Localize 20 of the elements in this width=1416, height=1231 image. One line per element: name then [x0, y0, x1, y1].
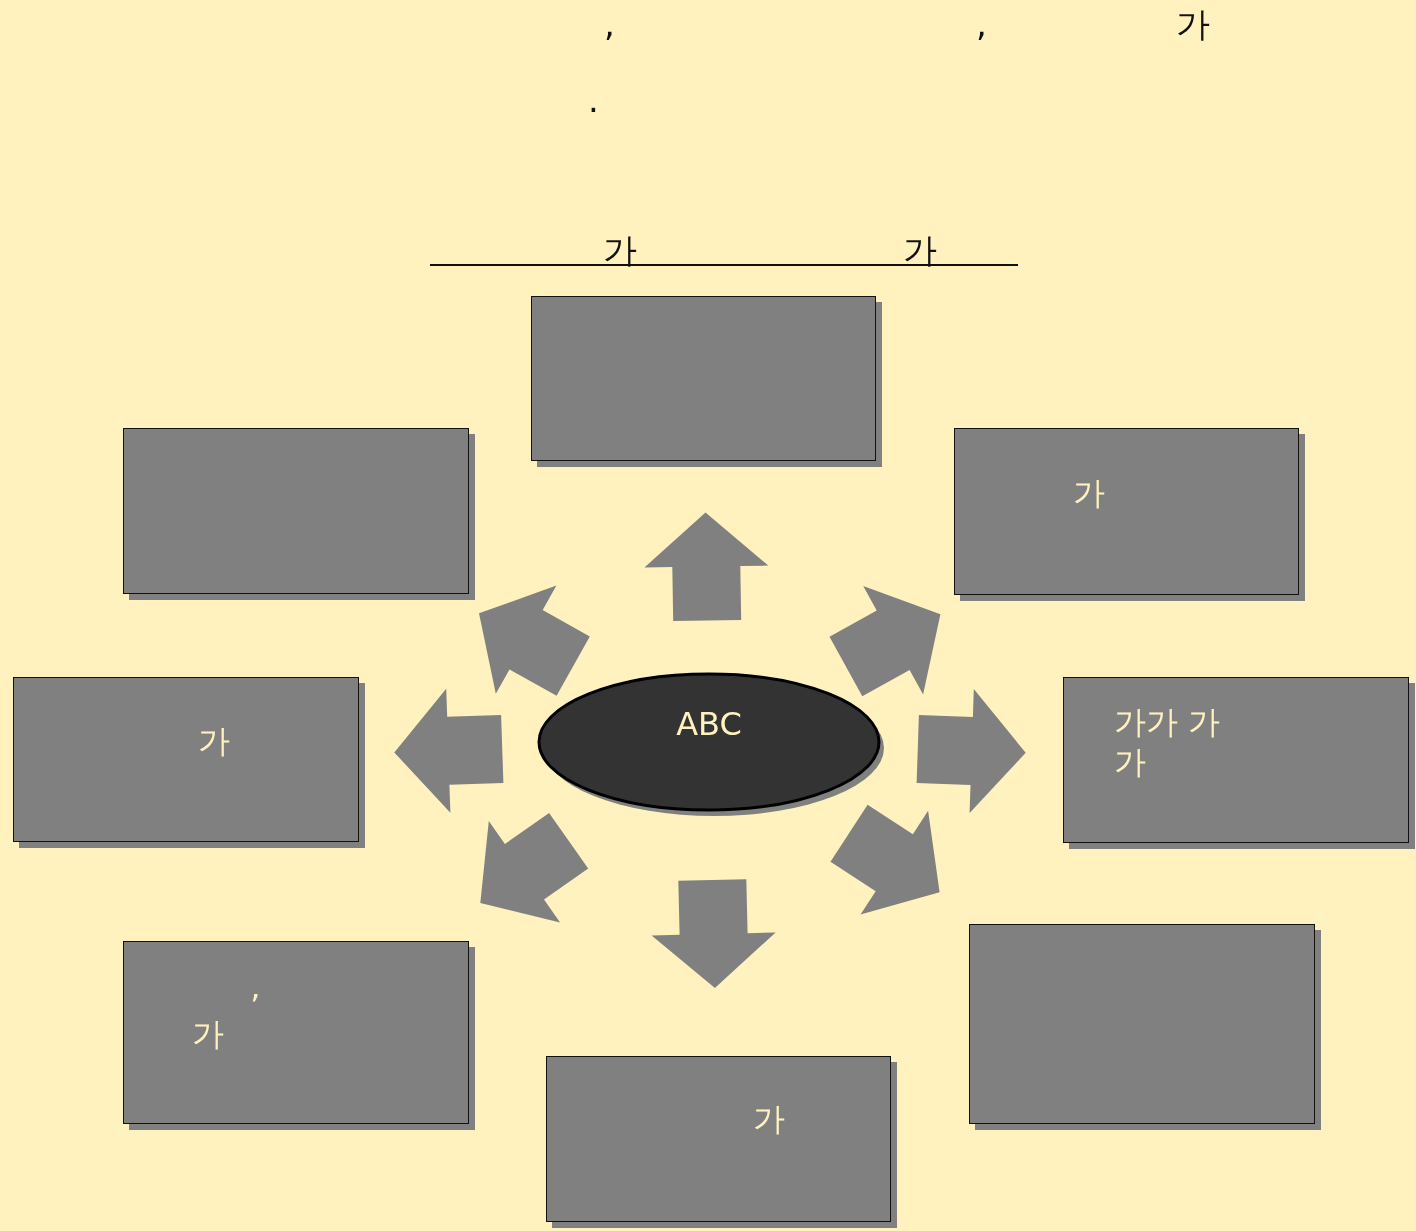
box-label: 가 — [198, 721, 231, 761]
header-label: 가 — [603, 230, 637, 270]
block-arrow — [480, 812, 589, 923]
block-arrow — [916, 689, 1026, 813]
box-label: 가 — [192, 1014, 225, 1054]
title-text: , — [604, 4, 615, 44]
title-text: 가 — [1176, 4, 1210, 44]
block-arrow — [829, 586, 941, 697]
block-arrow — [651, 879, 776, 988]
box-label: ’ — [250, 986, 262, 1026]
title-text: , — [976, 4, 987, 44]
title-text: . — [588, 80, 599, 120]
box-label: 가 — [753, 1099, 786, 1139]
box-label: 가가 가가 — [1114, 702, 1222, 782]
box-label: 가 — [1073, 473, 1106, 513]
block-arrow — [394, 688, 504, 813]
header-label: 가 — [903, 230, 937, 270]
block-arrow — [644, 512, 769, 621]
block-arrow — [830, 804, 940, 915]
block-arrow — [479, 585, 590, 696]
